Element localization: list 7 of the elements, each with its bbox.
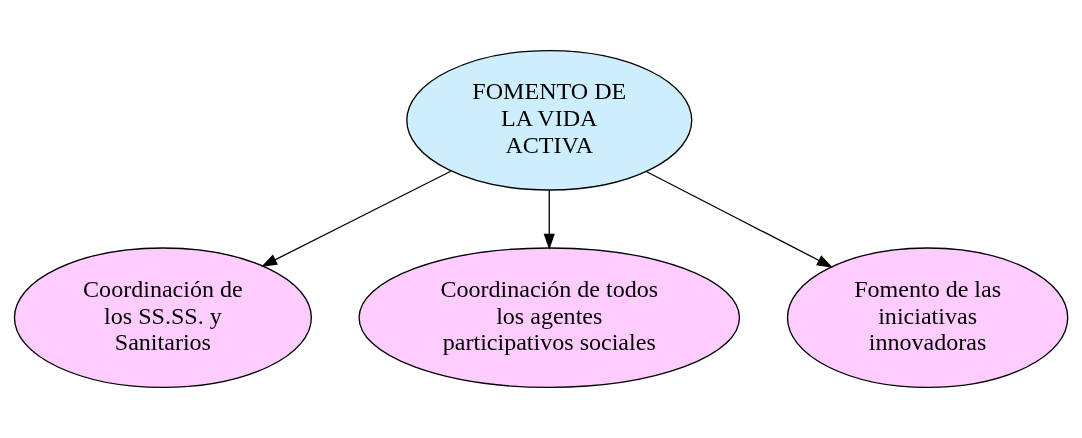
arrow: [261, 170, 452, 267]
arrow: [646, 171, 833, 268]
node-ellipse: FOMENTO DE LA VIDA ACTIVA: [406, 49, 693, 191]
node-ellipse: Coordinación de los SS.SS. y Sanitarios: [13, 247, 312, 389]
arrow: [543, 189, 555, 250]
node-ellipse: Coordinación de todos los agentes participativos sociales: [358, 247, 741, 389]
node-ellipse: Fomento de las iniciativas innovadoras: [786, 247, 1069, 389]
